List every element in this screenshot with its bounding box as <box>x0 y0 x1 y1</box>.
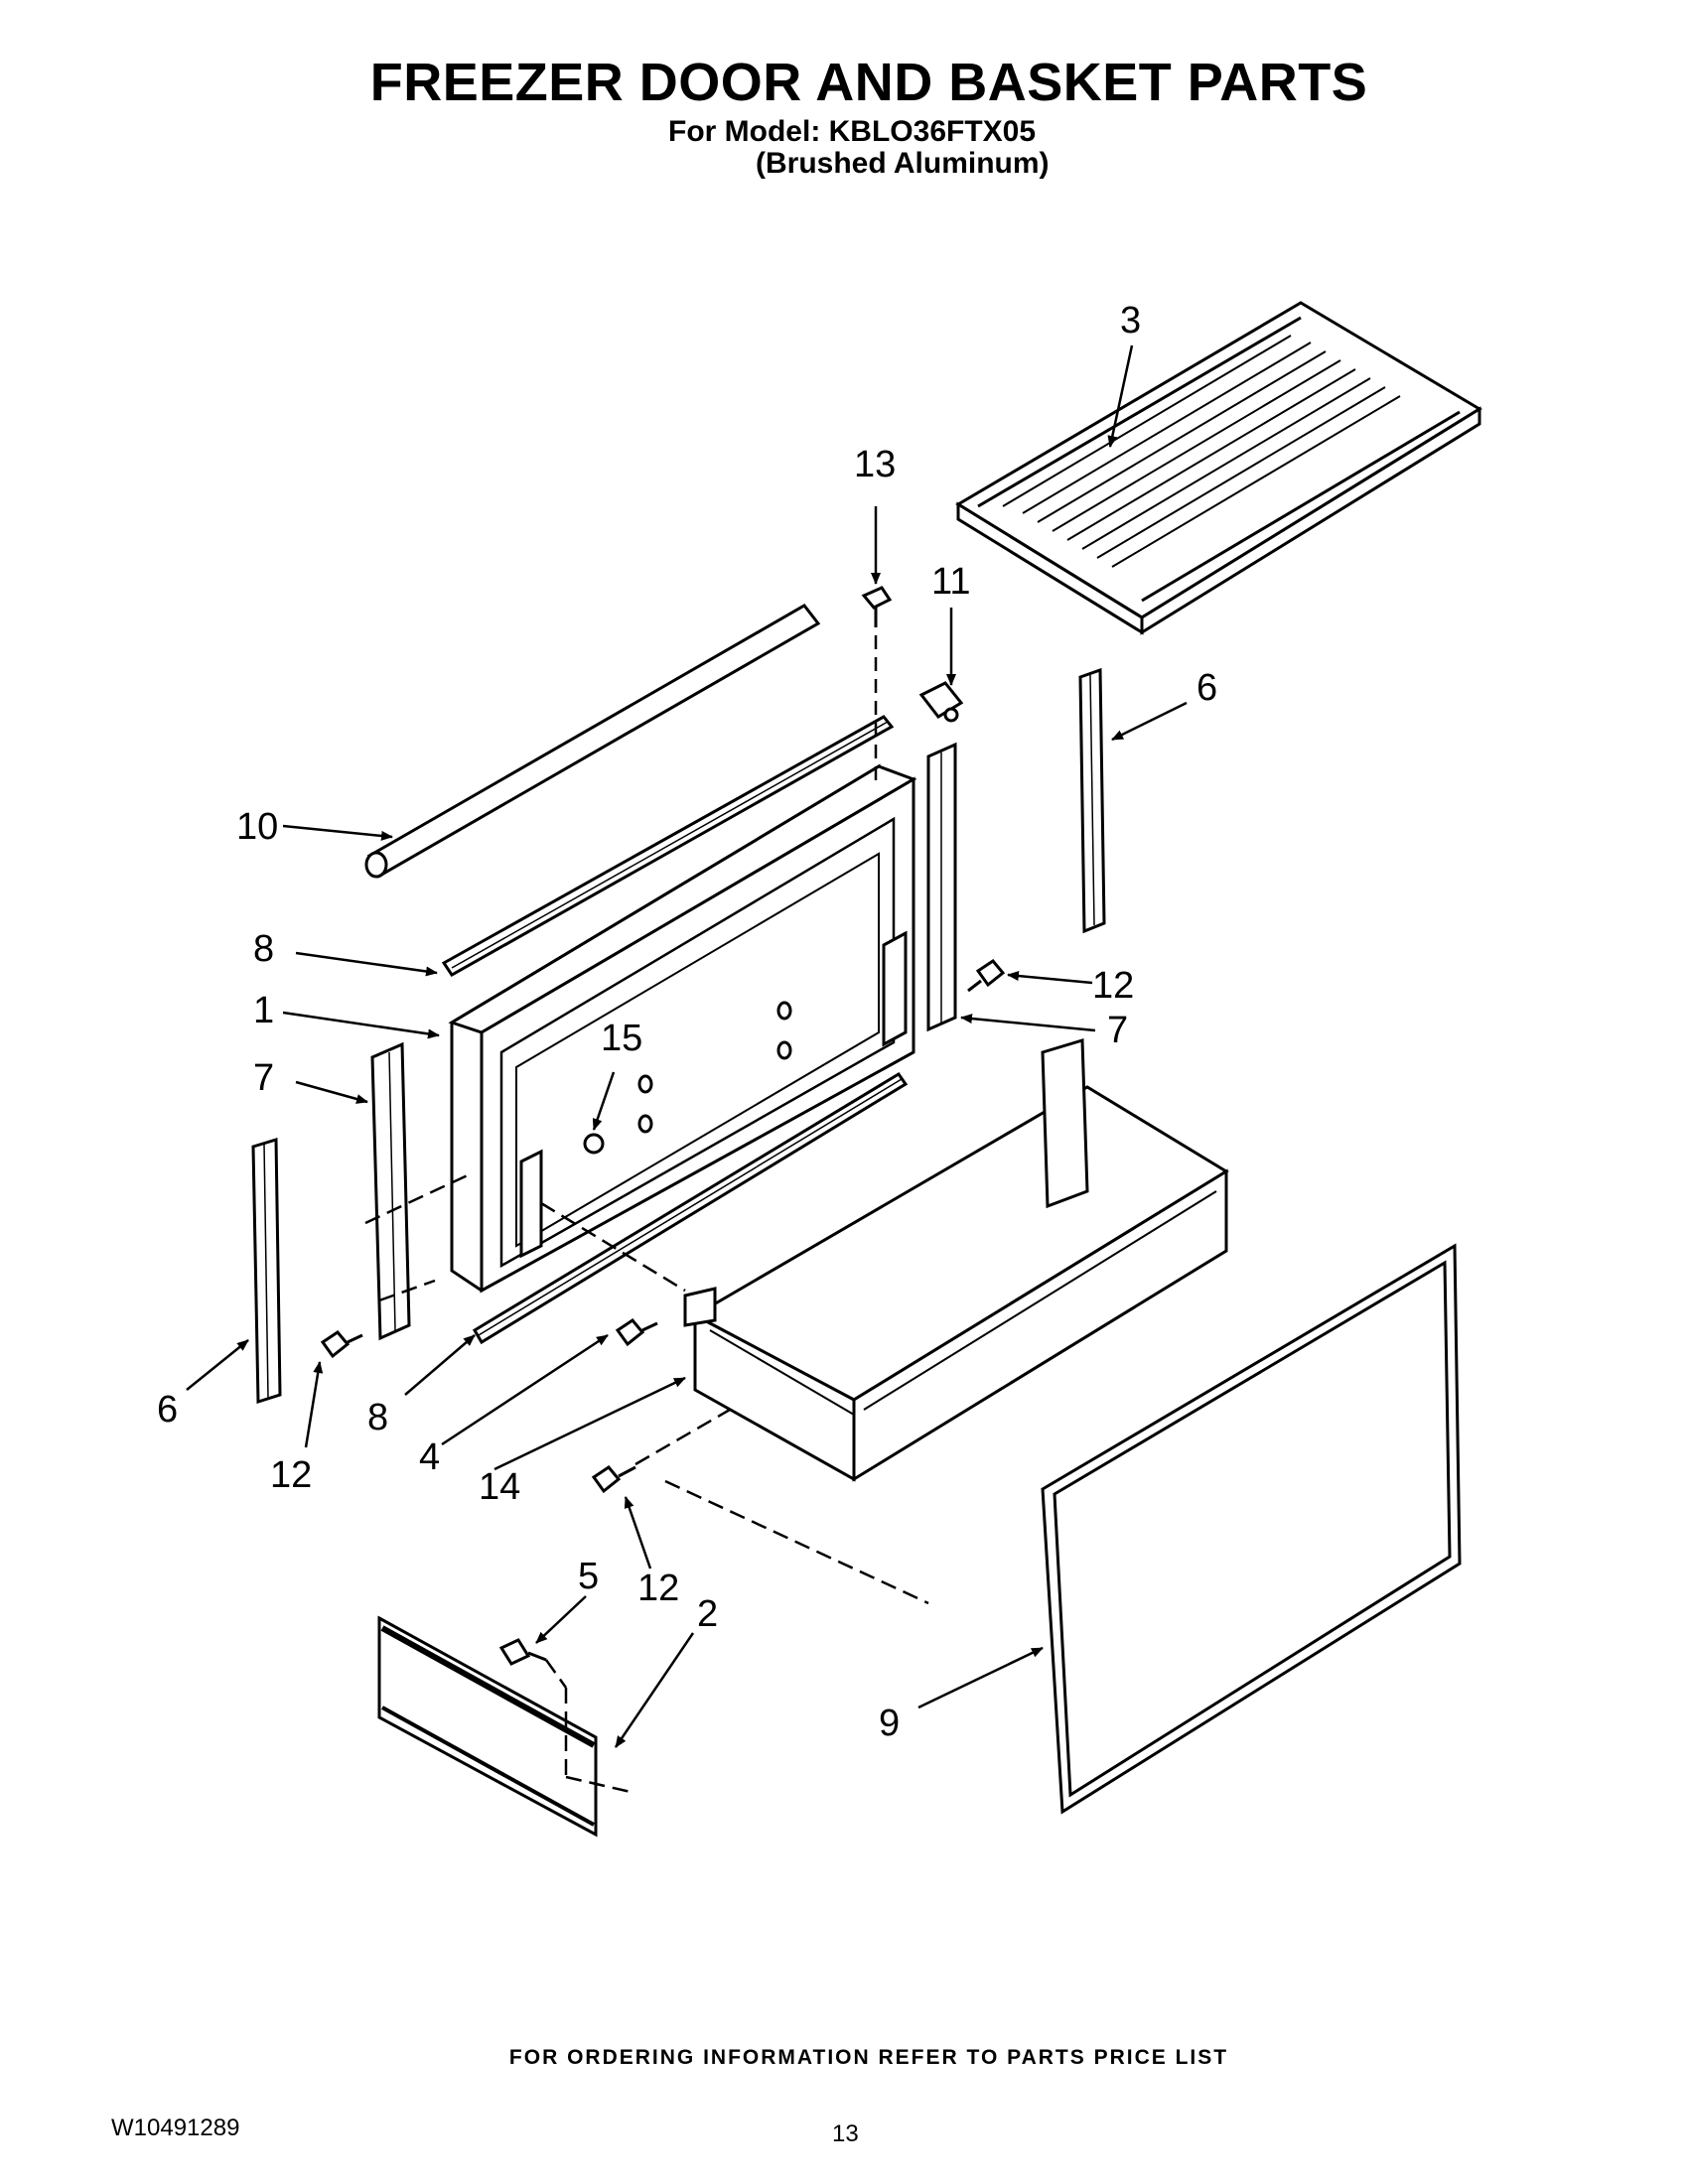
callout-7-left: 7 <box>253 1057 274 1099</box>
screw-part-12-upper-right <box>967 959 1006 993</box>
door-seal-part-9 <box>1041 1243 1462 1815</box>
callout-15: 15 <box>601 1018 642 1059</box>
shelf-grille-part-3 <box>955 301 1482 635</box>
screw-part-13 <box>861 586 893 627</box>
screw-part-12-lower-left <box>320 1330 363 1359</box>
callout-7-right: 7 <box>1107 1010 1128 1051</box>
freezer-door-part-1 <box>448 763 917 1294</box>
front-panel-part-2 <box>377 1615 598 1838</box>
ordering-note: FOR ORDERING INFORMATION REFER TO PARTS … <box>508 2046 1229 2069</box>
clip-part-11 <box>918 681 964 723</box>
callout-12-basket: 12 <box>637 1568 679 1609</box>
callout-5: 5 <box>578 1556 599 1597</box>
screw-part-5 <box>498 1638 547 1666</box>
door-side-trim-left-part-7 <box>370 1041 411 1341</box>
callout-4: 4 <box>419 1436 440 1478</box>
callout-8-upper: 8 <box>253 928 274 970</box>
door-gasket-tube-part-10 <box>364 604 821 879</box>
vertical-strip-right-part-6 <box>1078 667 1106 934</box>
callout-10: 10 <box>236 806 278 848</box>
trim-strip-lower-part-8 <box>472 1071 909 1345</box>
callout-8-lower: 8 <box>367 1397 388 1438</box>
callout-13: 13 <box>854 444 896 485</box>
callout-3: 3 <box>1120 300 1141 341</box>
freezer-basket-part-14 <box>683 1038 1229 1482</box>
leader-arrows <box>186 344 1188 1748</box>
door-side-trim-right-part-7 <box>926 742 957 1032</box>
callout-6-left: 6 <box>157 1389 178 1431</box>
page-number: 13 <box>832 2120 859 2147</box>
model-line: For Model: KBLO36FTX05 <box>668 115 1037 148</box>
assembly-lines <box>364 1171 929 1794</box>
trim-strip-upper-part-8 <box>441 715 895 977</box>
nut-part-15 <box>583 1133 605 1155</box>
callout-12-lower-left: 12 <box>270 1454 312 1496</box>
screw-part-12-basket <box>591 1465 636 1494</box>
callout-numbers: 3 13 11 6 10 8 12 1 15 7 7 6 8 4 12 14 5… <box>157 300 1217 1744</box>
callout-2: 2 <box>697 1593 718 1635</box>
callout-6-right: 6 <box>1196 667 1217 709</box>
callout-1: 1 <box>253 990 274 1031</box>
document-number: W10491289 <box>111 2115 240 2141</box>
screw-part-4 <box>615 1318 658 1347</box>
page-title: FREEZER DOOR AND BASKET PARTS <box>369 53 1368 112</box>
callout-12-upper-right: 12 <box>1092 965 1134 1007</box>
callout-11: 11 <box>931 561 970 603</box>
vertical-strip-left-part-6 <box>251 1137 282 1405</box>
finish-line: (Brushed Aluminum) <box>756 147 1050 180</box>
callout-14: 14 <box>479 1466 520 1508</box>
callout-9: 9 <box>879 1703 900 1744</box>
